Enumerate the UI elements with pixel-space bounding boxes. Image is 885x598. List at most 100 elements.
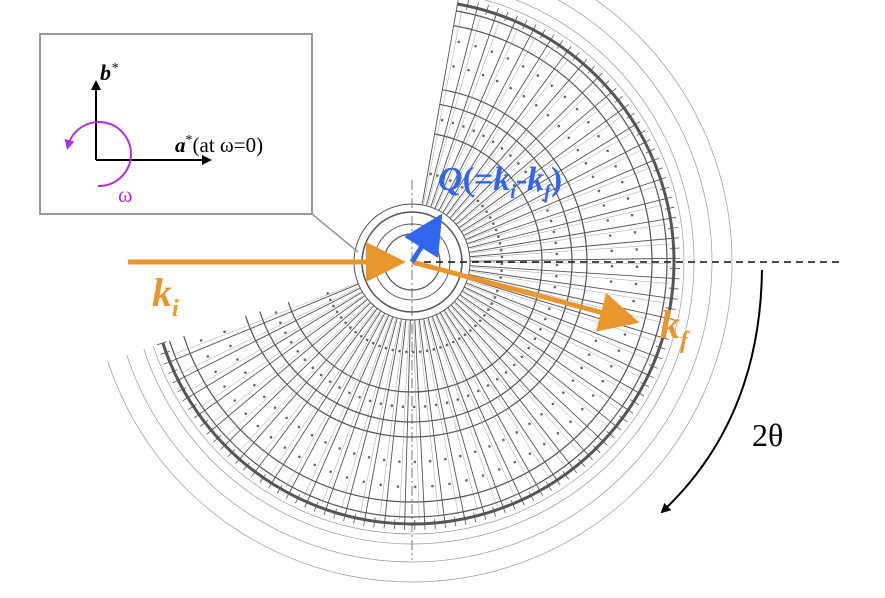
drawing-dot [352, 452, 356, 455]
drawing-dot [229, 344, 232, 348]
drawing-spoke [640, 381, 650, 388]
kf-arrow [411, 259, 640, 332]
drawing-spoke [271, 310, 382, 484]
drawing-spoke [494, 8, 499, 18]
drawing-spoke [171, 283, 357, 356]
drawing-spoke [325, 316, 394, 510]
drawing-dot [296, 349, 300, 353]
drawing-spoke [458, 98, 613, 225]
drawing-dot [463, 333, 467, 337]
drawing-spoke [645, 148, 656, 154]
drawing-dot [602, 204, 606, 207]
drawing-spoke [665, 307, 676, 310]
inset-box [39, 33, 313, 215]
drawing-dot [440, 118, 444, 122]
drawing-spoke [462, 290, 640, 394]
drawing-spoke [459, 294, 629, 411]
drawing-spoke [608, 87, 617, 96]
drawing-dot [614, 164, 617, 168]
drawing-dot [534, 103, 538, 107]
drawing-spoke [501, 503, 506, 514]
drawing-dot [297, 425, 301, 429]
drawing-dot [546, 209, 549, 212]
drawing-dot [490, 50, 494, 53]
drawing-spoke [188, 291, 361, 392]
drawing-spoke [644, 373, 654, 379]
kf-label: k [660, 302, 680, 347]
drawing-spoke [469, 257, 674, 262]
drawing-spoke [423, 318, 466, 519]
drawing-dot [492, 222, 495, 225]
a-star-note: (at ω=0) [193, 133, 264, 157]
drawing-dot [493, 296, 497, 299]
drawing-dot [530, 179, 534, 183]
inset-reciprocal-axes: b* a*(at ω=0) ω [39, 33, 313, 215]
drawing-spoke [587, 65, 596, 74]
drawing-dot [597, 134, 600, 138]
drawing-spoke [465, 148, 644, 236]
drawing-dot [517, 162, 520, 165]
drawing-dot [466, 394, 470, 397]
drawing-dot [354, 330, 357, 334]
drawing-dot [536, 189, 540, 192]
drawing-dot [462, 125, 465, 128]
drawing-spoke [443, 312, 551, 480]
drawing-arc [126, 0, 713, 563]
drawing-dot [439, 346, 442, 349]
drawing-dot [339, 316, 343, 319]
q-arrow [404, 213, 443, 264]
drawing-spoke [451, 70, 585, 218]
drawing-dot [326, 292, 329, 295]
drawing-dot [576, 148, 580, 152]
drawing-dot [448, 482, 451, 486]
drawing-spoke [470, 204, 664, 249]
drawing-spoke [463, 141, 646, 236]
drawing-dot [303, 358, 307, 362]
a-star-sup: * [186, 133, 193, 148]
drawing-spoke [649, 157, 660, 163]
drawing-dot [587, 353, 591, 356]
drawing-spoke [363, 515, 366, 526]
drawing-dot [378, 344, 381, 348]
drawing-dot [500, 147, 504, 150]
drawing-spoke [465, 282, 657, 358]
two-theta-label: 2θ [752, 417, 783, 453]
drawing-dot [476, 199, 480, 203]
drawing-dot [591, 394, 595, 397]
drawing-spoke [276, 484, 283, 494]
drawing-spoke [570, 465, 578, 474]
drawing-dot [591, 175, 595, 179]
drawing-spoke [177, 287, 361, 381]
drawing-dot [289, 340, 293, 344]
drawing-spoke [554, 476, 561, 486]
drawing-spoke [164, 359, 174, 365]
drawing-spoke [467, 278, 663, 339]
drawing-dot [358, 395, 361, 399]
drawing-dot [552, 230, 556, 234]
drawing-dot [485, 210, 488, 213]
drawing-spoke [467, 284, 651, 361]
drawing-spoke [179, 287, 358, 374]
drawing-dot [536, 74, 540, 77]
drawing-spoke [457, 300, 610, 428]
drawing-dot [465, 479, 468, 482]
drawing-spoke [620, 104, 630, 111]
drawing-spoke [482, 509, 487, 520]
drawing-spoke [463, 292, 633, 396]
drawing-spoke [465, 288, 643, 379]
drawing-spoke [443, 517, 446, 528]
drawing-spoke [285, 314, 383, 488]
drawing-dot [256, 424, 260, 428]
drawing-dot [332, 304, 335, 308]
drawing-dot [608, 234, 612, 237]
drawing-spoke [513, 15, 518, 26]
drawing-spoke [473, 512, 477, 523]
drawing-spoke [223, 302, 369, 439]
drawing-spoke [614, 95, 623, 103]
drawing-spoke [436, 26, 519, 208]
drawing-spoke [440, 35, 537, 210]
ki-subscript: i [172, 296, 179, 322]
drawing-spoke [421, 3, 458, 205]
detector-bank-drawing [107, 0, 733, 583]
drawing-dot [487, 308, 490, 311]
